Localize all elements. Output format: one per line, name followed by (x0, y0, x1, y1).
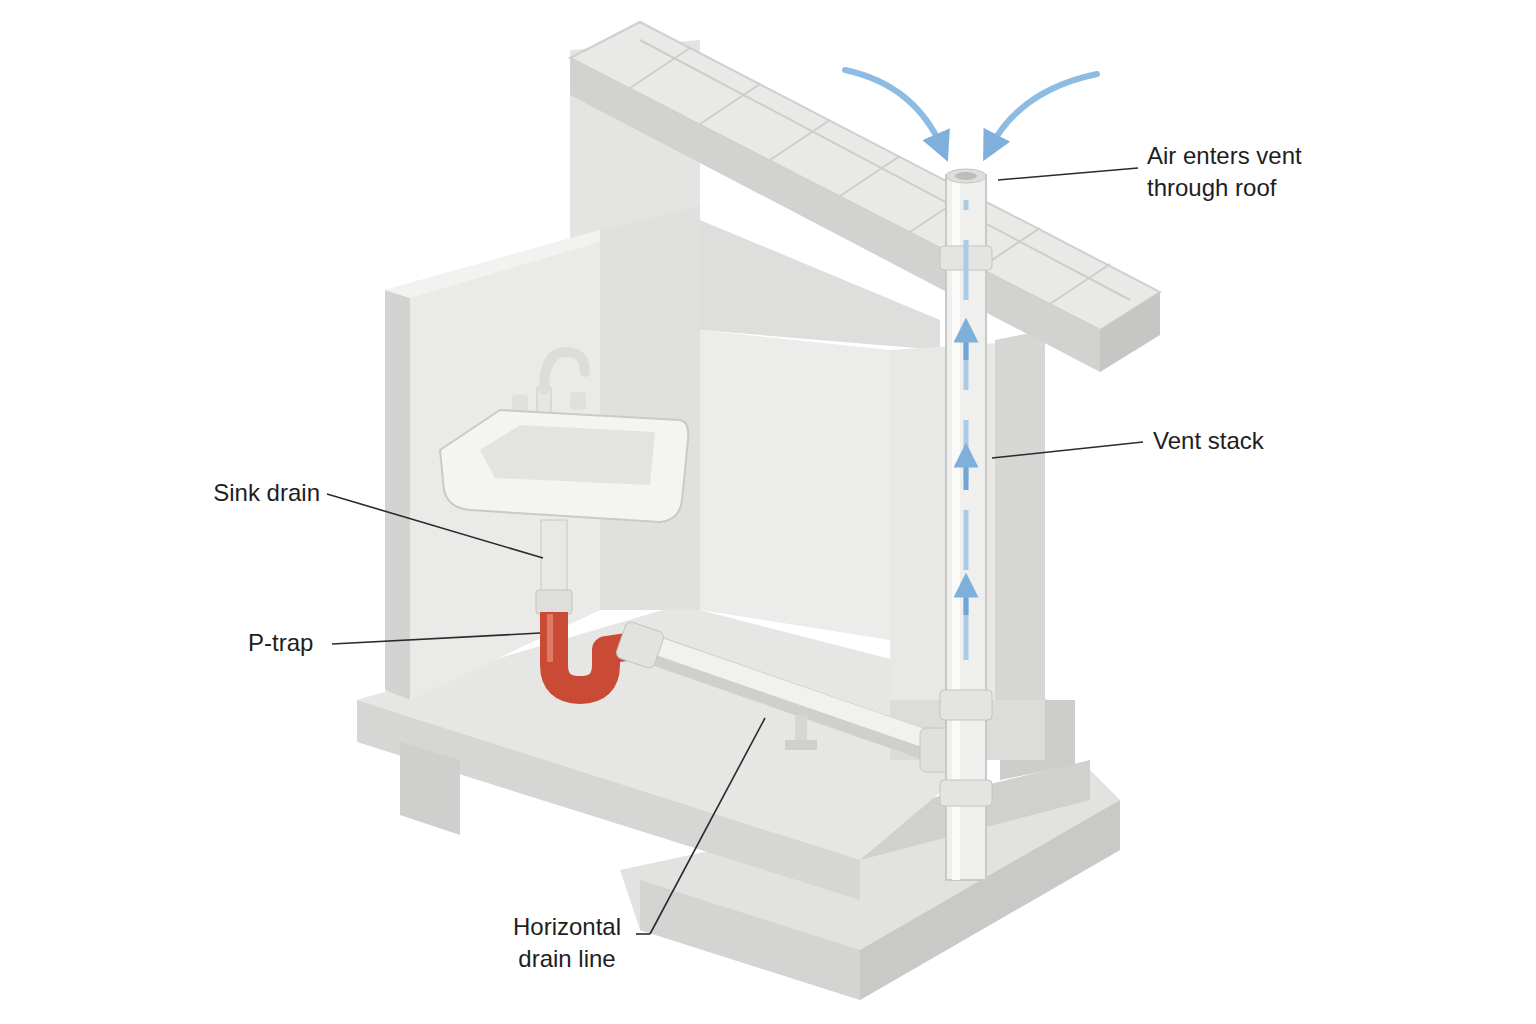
drain-piping (536, 520, 964, 772)
roof (570, 22, 1160, 372)
callout-label: Sink drain (170, 477, 320, 509)
callout-label: Air enters vent through roof (1147, 140, 1357, 204)
vent-stack-pipe (940, 169, 992, 880)
callout-label: P-trap (248, 627, 338, 659)
sink (440, 352, 688, 522)
leader-lines (327, 168, 1143, 934)
callout-label: Vent stack (1153, 425, 1313, 457)
air-flow-arrows (845, 70, 1097, 148)
callout-label: Horizontal drain line (500, 911, 634, 975)
